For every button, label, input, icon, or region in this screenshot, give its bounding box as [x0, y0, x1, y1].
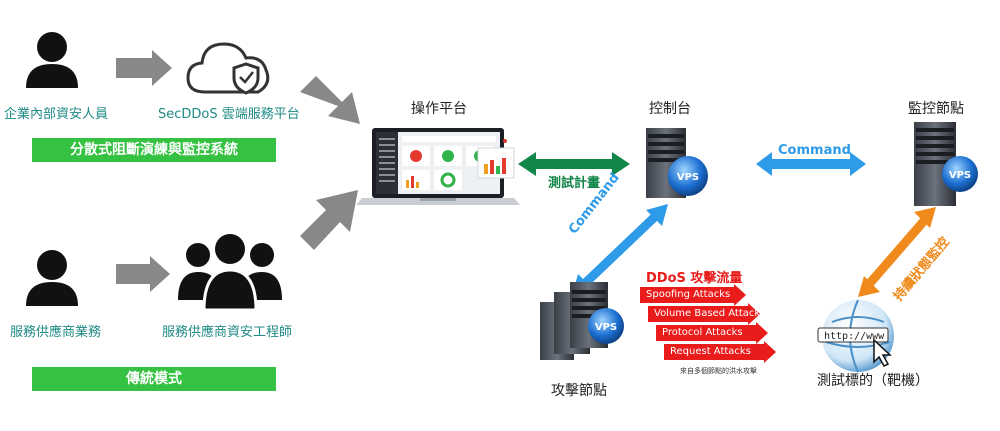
arrow-person-to-cloud — [116, 50, 172, 86]
monitor-server-icon: VPS — [914, 122, 978, 206]
traditional-mode-banner: 傳統模式 — [32, 367, 276, 391]
operation-platform-label: 操作平台 — [411, 101, 467, 117]
attack-servers-icon: VPS — [540, 282, 624, 360]
attack-arrow-volume: Volume Based Attacks — [648, 303, 765, 325]
console-label: 控制台 — [649, 101, 691, 117]
continuous-monitor-arrow — [858, 207, 936, 297]
attack-request-text: Request Attacks — [670, 346, 751, 357]
attack-spoofing-text: Spoofing Attacks — [646, 289, 731, 300]
distributed-system-banner: 分散式阻斷演練與監控系統 — [32, 138, 276, 162]
vendor-business-label: 服務供應商業務 — [10, 325, 102, 340]
command-top-label: Command — [778, 143, 851, 158]
attack-node-label: 攻擊節點 — [551, 383, 607, 399]
test-plan-label: 測試計畫 — [548, 176, 601, 191]
attack-arrow-protocol: Protocol Attacks — [656, 322, 768, 344]
test-plan-arrow — [518, 152, 630, 176]
ddos-title: DDoS 攻擊流量 — [646, 271, 743, 286]
vendor-person-icon — [26, 250, 78, 306]
target-url-text: http://www — [824, 331, 885, 342]
vendor-engineer-label: 服務供應商資安工程師 — [162, 325, 293, 340]
cloud-shield-icon — [186, 42, 270, 95]
attack-volume-text: Volume Based Attacks — [654, 308, 766, 319]
target-label: 測試標的（靶機） — [817, 373, 929, 389]
attack-note: 來自多個節點的洪水攻擊 — [680, 367, 757, 375]
engineers-group-icon — [178, 234, 282, 312]
enterprise-person-label: 企業內部資安人員 — [4, 107, 109, 122]
laptop-dashboard — [356, 128, 520, 205]
command-top-arrow — [756, 152, 866, 176]
console-server-icon: VPS — [646, 128, 708, 198]
enterprise-person-icon — [26, 32, 78, 88]
attack-protocol-text: Protocol Attacks — [662, 327, 743, 338]
arrow-vendor-to-engineers — [116, 256, 170, 292]
console-vps-text: VPS — [677, 172, 699, 183]
attack-arrow-request: Request Attacks — [664, 341, 776, 363]
arrow-cloud-to-platform — [300, 76, 360, 124]
secddos-platform-label: SecDDoS 雲端服務平台 — [158, 107, 300, 122]
target-globe-icon: http://www — [817, 299, 894, 373]
attack-arrow-spoofing: Spoofing Attacks — [640, 284, 746, 306]
attack-vps-text: VPS — [595, 322, 617, 333]
arrow-engineers-to-platform — [300, 190, 358, 250]
monitor-vps-text: VPS — [949, 170, 971, 181]
monitor-node-label: 監控節點 — [908, 101, 964, 117]
